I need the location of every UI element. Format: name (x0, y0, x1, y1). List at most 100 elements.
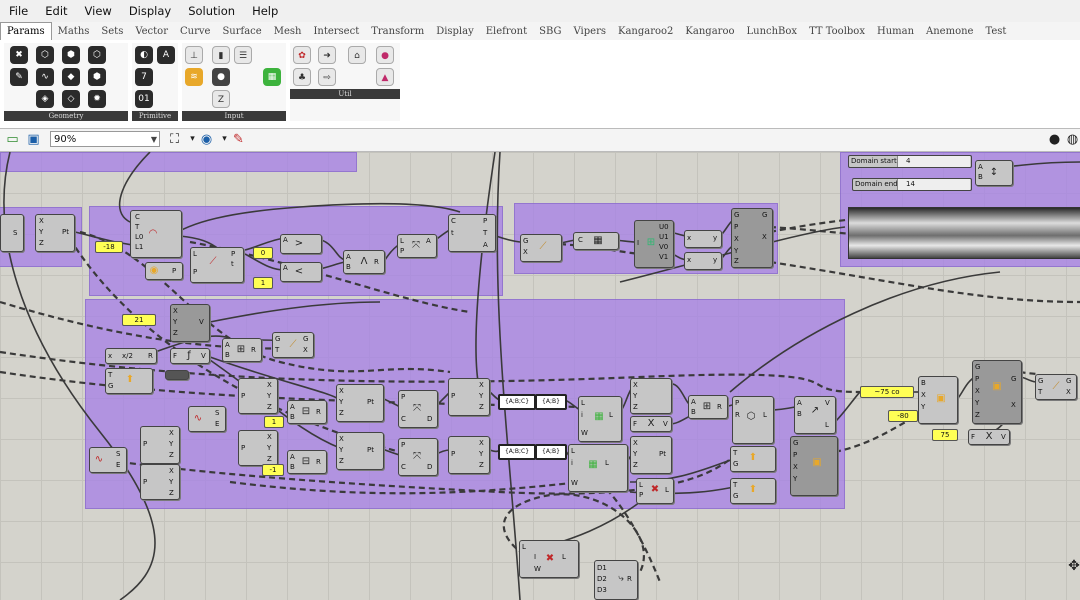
number-param-21[interactable]: 21 (122, 314, 156, 326)
surface-icon[interactable]: ◆ (62, 68, 80, 86)
transform-component[interactable]: G P X Y Z ▣ G X (972, 360, 1022, 424)
boolean-toggle-icon[interactable]: 01 (135, 90, 153, 108)
tab-anemone[interactable]: Anemone (926, 26, 974, 37)
save-icon[interactable]: ▣ (27, 132, 40, 147)
number-param-75[interactable]: 75 (932, 429, 958, 441)
tab-sets[interactable]: Sets (101, 26, 124, 37)
menu-edit[interactable]: Edit (45, 4, 68, 18)
zoom-select[interactable]: 90%▼ (50, 131, 160, 147)
number-param-1[interactable]: 1 (253, 277, 273, 289)
tab-elefront[interactable]: Elefront (485, 26, 528, 37)
deconstruct-point-component-1[interactable]: P X Y Z (140, 426, 180, 464)
zoom-extents-icon[interactable]: ⛶ (169, 132, 180, 147)
text-icon[interactable]: A (157, 46, 175, 64)
construct-point-component-2[interactable]: X Y Z Pt (336, 384, 384, 422)
tab-kangaroo2[interactable]: Kangaroo2 (618, 26, 674, 37)
list-panel-1b[interactable]: {A;B} (535, 394, 567, 410)
tab-curve[interactable]: Curve (179, 26, 211, 37)
domain-start-value[interactable]: 4 (897, 156, 970, 167)
construct-point-component-4[interactable]: X Y Z Pt (630, 436, 672, 474)
sine-component-2[interactable]: ∿ S E (89, 447, 127, 473)
orient-component[interactable]: G P X Y ▣ (790, 436, 838, 496)
mesh-face-icon[interactable]: ◇ (62, 90, 80, 108)
preview-eye-icon[interactable]: ◉ (200, 132, 213, 147)
tab-test[interactable]: Test (985, 26, 1007, 37)
list-panel-2a[interactable]: {A;B;C} (498, 444, 536, 460)
tab-maths[interactable]: Maths (57, 26, 90, 37)
deconstruct-point-component-4[interactable]: P X Y Z (238, 430, 278, 466)
construct-point-component[interactable]: X Y Z Pt (35, 214, 75, 252)
deconstruct-point-component-3[interactable]: P X Y Z (238, 378, 278, 414)
rotate-component[interactable]: B X Y ▣ (918, 376, 958, 424)
hexagon-icon[interactable]: ⬢ (62, 46, 80, 64)
move-component[interactable]: G T ⟋ G X (272, 332, 314, 358)
cull-index-component[interactable]: L I W ✖ L (519, 540, 579, 578)
tree-icon[interactable]: ♣ (293, 68, 311, 86)
deconstruct-point-component-6[interactable]: P X Y Z (448, 436, 490, 474)
number-param-neg18[interactable]: -18 (95, 241, 123, 253)
circle-x-icon[interactable]: ✖ (10, 46, 28, 64)
construct-domain-component[interactable]: A B ↕ (975, 160, 1013, 186)
larger-than-component[interactable]: A > (280, 234, 322, 254)
arc-component[interactable]: C T L0 L1 ◠ (130, 210, 182, 258)
deconstruct-point-component-2[interactable]: P X Y Z (140, 464, 180, 500)
deconstruct-point-component-7[interactable]: X Y Z (630, 378, 672, 414)
dial-icon[interactable]: ● (212, 68, 230, 86)
sketch-pen-icon[interactable]: ✎ (233, 132, 244, 147)
pencil-icon[interactable]: ✎ (10, 68, 28, 86)
domain-start-param[interactable]: Domain start 4 (848, 155, 972, 168)
menu-file[interactable]: File (9, 4, 29, 18)
list-icon[interactable]: ☰ (234, 46, 252, 64)
deconstruct-point-component-5[interactable]: P X Y Z (448, 378, 490, 416)
line-sdl-component[interactable]: A B ↗ V L (794, 396, 836, 434)
gradient-icon[interactable]: ▦ (263, 68, 281, 86)
board-icon[interactable]: ⌂ (348, 46, 366, 64)
shaded-preview-icon[interactable]: ◍ (1066, 132, 1079, 147)
tab-vector[interactable]: Vector (135, 26, 168, 37)
tab-surface[interactable]: Surface (222, 26, 262, 37)
number-param-1b[interactable]: 1 (264, 416, 284, 428)
addition-component-2[interactable]: A B ⊞ R (688, 395, 728, 419)
open-file-icon[interactable]: ▭ (6, 132, 19, 147)
sphere-preview-icon[interactable]: ● (1048, 132, 1061, 147)
tab-display[interactable]: Display (436, 26, 474, 37)
arrow-right-icon[interactable]: ➜ (318, 46, 336, 64)
number-param-0[interactable]: 0 (253, 247, 273, 259)
boolean-icon[interactable]: ◐ (135, 46, 153, 64)
grasshopper-canvas[interactable]: Domain start 4 Domain end 14 A B ↕ S X Y… (0, 152, 1080, 600)
arrow-outline-icon[interactable]: ⇨ (318, 68, 336, 86)
merge-component[interactable]: D1 D2 D3 ⤷ R (594, 560, 638, 600)
unit-z-component-2[interactable]: T G ⬆ (730, 446, 776, 472)
flask-icon[interactable]: ▲ (376, 68, 394, 86)
field-icon[interactable]: ✹ (88, 90, 106, 108)
cherry-icon[interactable]: ✿ (293, 46, 311, 64)
brep-icon[interactable]: ⬢ (88, 68, 106, 86)
list-panel-2b[interactable]: {A;B} (535, 444, 567, 460)
hexagon-outline-icon[interactable]: ⬡ (88, 46, 106, 64)
point-param-component[interactable]: ◉ P (145, 262, 183, 280)
construct-point-component-3[interactable]: X Y Z Pt (336, 432, 384, 470)
number-slider-icon[interactable]: Z (212, 90, 230, 108)
mesh-icon[interactable]: ◈ (36, 90, 54, 108)
curve-closest-point-component[interactable]: L P P t ⟋ (190, 247, 244, 283)
number-param-neg80[interactable]: -80 (888, 410, 918, 422)
dropdown-arrow-icon[interactable]: ▾ (190, 134, 195, 144)
graph-mapper-component[interactable]: F ƒ V (170, 348, 210, 364)
menu-solution[interactable]: Solution (188, 4, 236, 18)
tab-transform[interactable]: Transform (371, 26, 425, 37)
hexagon-icon[interactable]: ⬡ (36, 46, 54, 64)
number-param-neg1[interactable]: -1 (262, 464, 284, 476)
bomb-icon[interactable]: ● (376, 46, 394, 64)
dispatch-component-3[interactable]: P C ⤧ D (398, 438, 438, 476)
unit-z-component-3[interactable]: T G ⬆ (730, 478, 776, 504)
tab-mesh[interactable]: Mesh (273, 26, 302, 37)
number-param-neg75[interactable]: ~75 co (860, 386, 914, 398)
list-item-component-2[interactable]: L i W ▦ L (568, 444, 628, 492)
integer-icon[interactable]: 7 (135, 68, 153, 86)
dispatch-component-2[interactable]: P C ⤧ D (398, 390, 438, 428)
dispatch-component[interactable]: L P ⤧ A (397, 234, 437, 258)
tab-kangaroo[interactable]: Kangaroo (685, 26, 735, 37)
shift-list-component[interactable]: G X ⟋ (520, 234, 562, 262)
curve-icon[interactable]: ∿ (36, 68, 54, 86)
evaluate-curve-component[interactable]: C t P T A (448, 214, 496, 252)
